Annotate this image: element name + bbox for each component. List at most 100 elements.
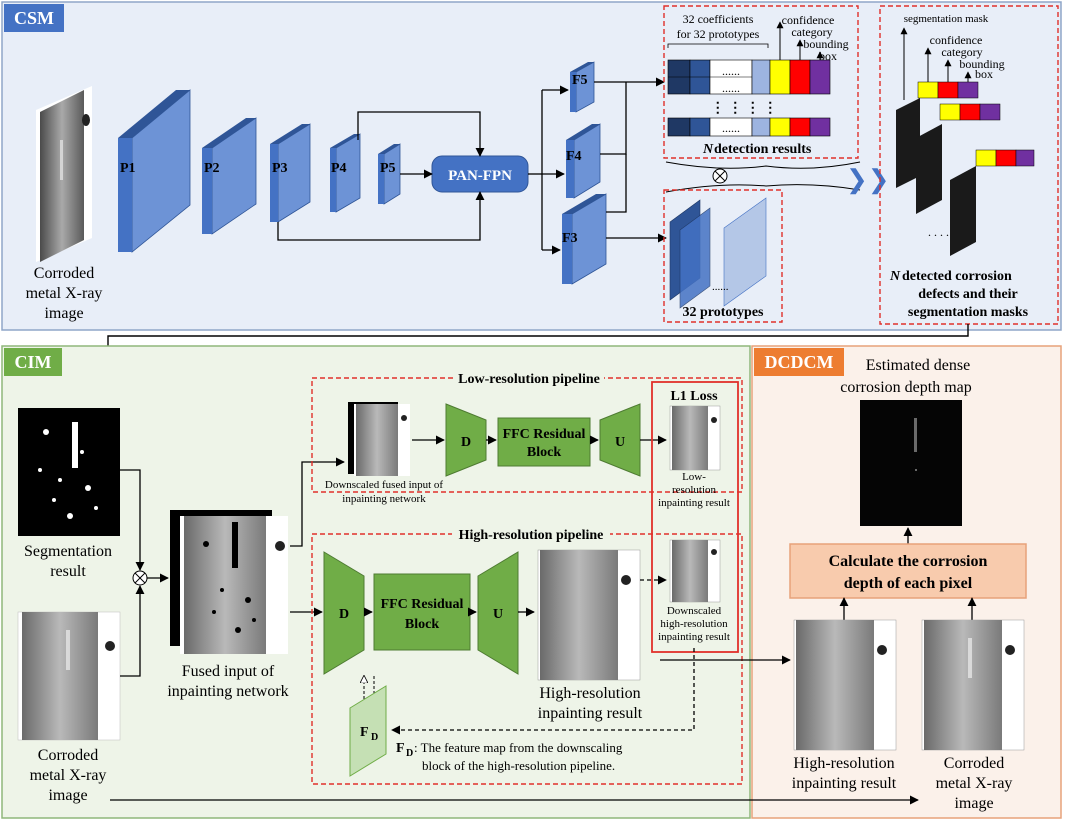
fd-desc-sub: D — [406, 748, 413, 759]
dcdcm-high-label-1: High-resolution — [793, 755, 894, 772]
dcdcm-corroded-image — [921, 619, 1025, 751]
csm-input-image — [36, 86, 92, 262]
low-ffc-label-1: FFC Residual — [503, 427, 586, 442]
dcdcm-corroded-label-3: image — [954, 795, 993, 812]
prototypes-box — [663, 189, 783, 323]
high-result-label-1: High-resolution — [539, 685, 640, 702]
cim-panel: CIM Segmentation result Corroded metal X… — [1, 345, 751, 819]
det-bounding-label: bounding — [803, 37, 848, 51]
low-d-block — [445, 403, 487, 477]
cim-corroded-label-1: Corroded — [38, 747, 98, 764]
high-ffc-block — [373, 573, 471, 651]
low-u-block — [599, 403, 641, 477]
low-pipeline-label: Low-resolution pipeline — [458, 372, 600, 387]
high-d-label: D — [339, 607, 349, 622]
backbone-p3 — [270, 123, 311, 223]
fd-desc-1: : The feature map from the downscaling — [414, 740, 623, 755]
fd-label: F — [360, 725, 369, 740]
csm-input-label-2: metal X-ray — [26, 285, 103, 302]
high-ffc-label-1: FFC Residual — [381, 597, 464, 612]
chevron-icon: ❯❯ — [846, 165, 890, 195]
backbone-p2 — [202, 117, 257, 235]
downscaled-high-image — [669, 539, 721, 603]
downscaled-fused-image — [348, 402, 410, 476]
detected-label-3: segmentation masks — [908, 305, 1029, 320]
detection-row-n — [667, 117, 831, 137]
label-p4: P4 — [331, 161, 347, 176]
high-result-label-2: inpainting result — [538, 705, 643, 722]
label-p1: P1 — [120, 161, 136, 176]
coeff-label-1: 32 coefficients — [683, 12, 754, 26]
label-p3: P3 — [272, 161, 288, 176]
dcdcm-panel: DCDCM Estimated dense corrosion depth ma… — [751, 345, 1062, 819]
detected-label-2: defects and their — [918, 287, 1018, 302]
csm-panel: CSM Corroded metal X-ray image P1 P2 — [1, 1, 1062, 331]
high-d-block — [323, 551, 365, 675]
low-result-label-3: inpainting result — [658, 497, 730, 509]
cim-tag-label: CIM — [15, 352, 52, 372]
coeff-label-2: for 32 prototypes — [677, 27, 760, 41]
low-res-result-image — [669, 405, 721, 471]
proto-ellipsis: ...... — [712, 281, 729, 293]
low-result-label-1: Low- — [682, 471, 706, 483]
head-f3 — [562, 193, 607, 285]
calc-label-2: depth of each pixel — [844, 575, 973, 592]
detected-masks-box — [879, 5, 1059, 325]
high-res-result-image — [537, 549, 641, 681]
det-ellipsis-1: ...... — [722, 64, 740, 78]
fused-input-image — [170, 510, 288, 654]
det-ellipsis-3: ...... — [722, 121, 740, 135]
cim-tag — [4, 348, 62, 376]
cim-corroded-label-2: metal X-ray — [30, 767, 107, 784]
high-ffc-label-2: Block — [405, 617, 439, 632]
fd-desc-2: block of the high-resolution pipeline. — [422, 758, 615, 773]
dcdcm-high-label-2: inpainting result — [792, 775, 897, 792]
seg-mask-label: segmentation mask — [904, 13, 989, 25]
label-p5: P5 — [380, 161, 396, 176]
svg-text:. . . .: . . . . — [928, 225, 949, 239]
low-u-label: U — [615, 435, 625, 450]
pan-fpn-label: PAN-FPN — [448, 168, 512, 184]
mask-bounding-label: bounding — [959, 57, 1004, 71]
label-p2: P2 — [204, 161, 220, 176]
mask-stack: . . . . — [896, 81, 1035, 256]
dcdcm-corroded-label-2: metal X-ray — [936, 775, 1013, 792]
segmentation-label-1: Segmentation — [24, 543, 112, 560]
high-u-label: U — [493, 607, 503, 622]
estimated-label-2: corrosion depth map — [840, 379, 972, 396]
label-f4: F4 — [566, 149, 582, 164]
depth-map-image — [860, 400, 962, 526]
high-res-pipeline-box — [311, 533, 743, 785]
detection-row-1 — [667, 59, 831, 95]
head-f5 — [570, 61, 595, 113]
backbone-p4 — [330, 133, 361, 213]
cim-corroded-image — [17, 611, 121, 741]
low-d-label: D — [461, 435, 471, 450]
low-ffc-block — [497, 417, 591, 467]
l1-loss-label: L1 Loss — [670, 389, 718, 404]
high-u-block — [477, 551, 519, 675]
backbone-p1 — [118, 89, 191, 253]
downscaled-fused-label-1: Downscaled fused input of — [325, 479, 444, 491]
n-detection-n: N — [702, 142, 714, 157]
csm-tag-label: CSM — [14, 8, 54, 28]
backbone-p5 — [378, 143, 401, 205]
label-f5: F5 — [572, 73, 588, 88]
mask-box-label: box — [975, 67, 993, 81]
fd-feature-map — [349, 685, 387, 777]
detection-results-box — [663, 5, 859, 159]
detected-label-1: detected corrosion — [902, 269, 1012, 284]
low-result-label-2: resolution — [672, 484, 716, 496]
dcdcm-tag — [754, 348, 844, 376]
label-f3: F3 — [562, 231, 578, 246]
dcdcm-corroded-label-1: Corroded — [944, 755, 1004, 772]
low-ffc-label-2: Block — [527, 445, 561, 460]
downscaled-fused-label-2: inpainting network — [342, 493, 426, 505]
det-ellipsis-2: ...... — [722, 81, 740, 95]
mask-confidence-label: confidence — [930, 33, 983, 47]
dcdcm-tag-label: DCDCM — [765, 352, 834, 372]
downscaled-high-label-2: high-resolution — [660, 618, 728, 630]
det-box-label: box — [819, 49, 837, 63]
high-pipeline-label: High-resolution pipeline — [459, 528, 604, 543]
